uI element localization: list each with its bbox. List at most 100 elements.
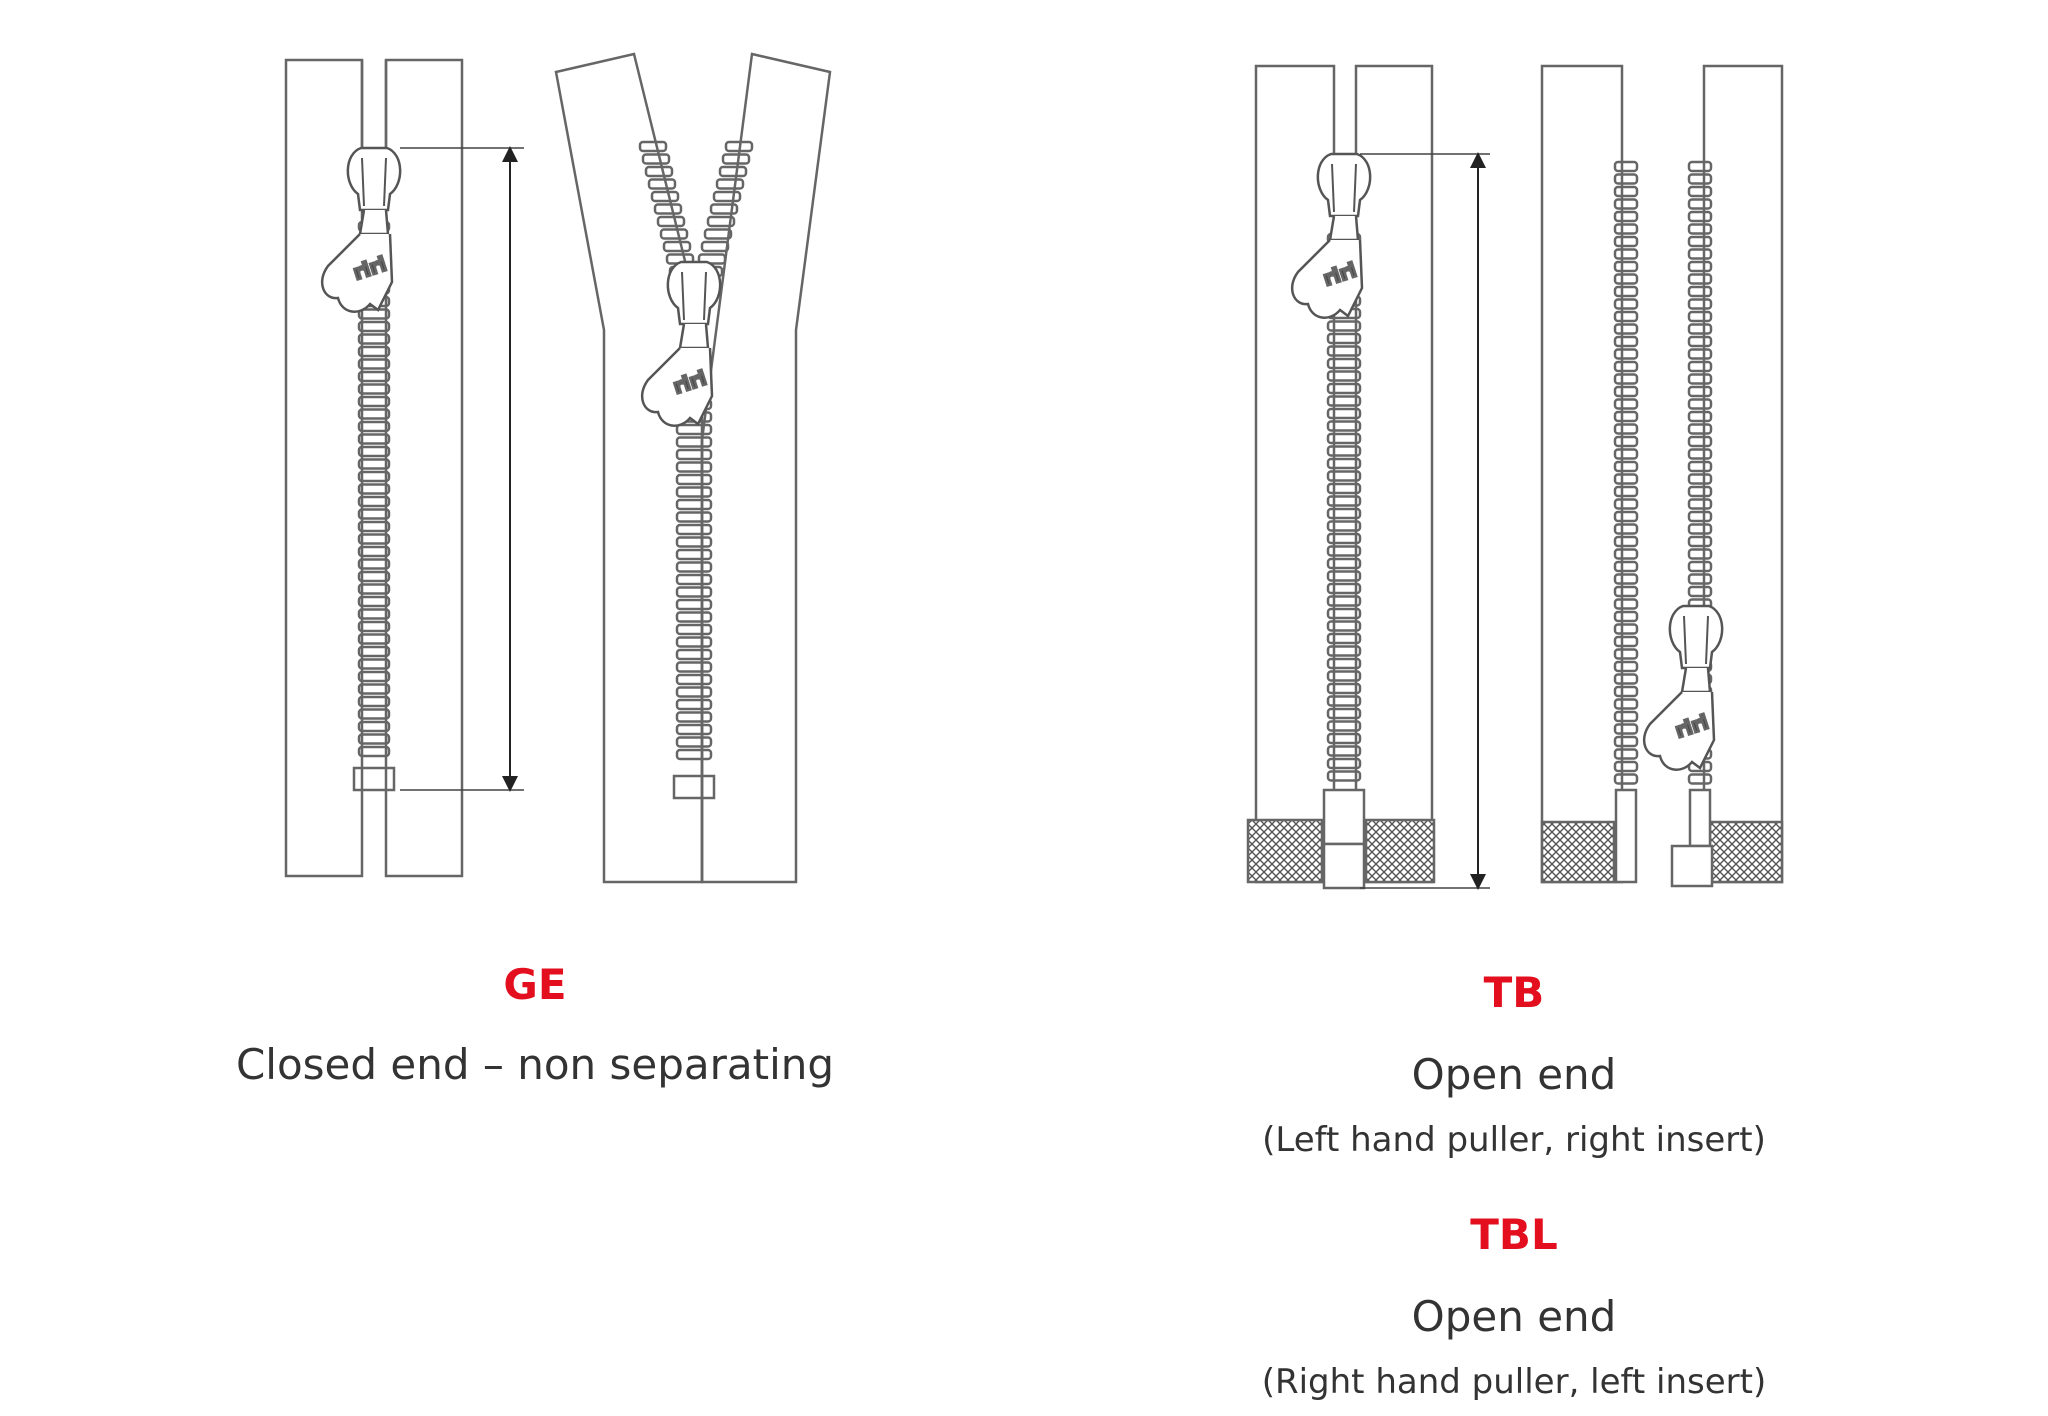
tape-right	[700, 52, 832, 884]
zipper-tooth	[1687, 160, 1713, 173]
zipper-tooth	[644, 165, 674, 178]
tape-reinforcement-right	[1364, 818, 1436, 884]
zipper-tooth	[1687, 235, 1713, 248]
zipper-tooth	[1687, 523, 1713, 535]
zipper-tooth	[675, 686, 713, 698]
zipper-tooth	[724, 140, 754, 153]
zipper-tooth	[357, 633, 391, 645]
zipper-tooth	[357, 733, 391, 745]
zipper-tooth	[1687, 210, 1713, 223]
zipper-tooth	[357, 545, 391, 558]
zipper-tooth	[675, 536, 713, 548]
zipper-tooth	[357, 408, 391, 420]
tape-reinforcement-left	[1246, 818, 1324, 884]
zipper-tooth	[675, 573, 713, 586]
zipper-tooth	[1613, 160, 1639, 173]
tape-reinforcement-left	[1540, 820, 1616, 884]
zipper-tooth	[1687, 185, 1713, 198]
retainer-box	[1322, 842, 1366, 890]
zipper-tooth	[675, 748, 713, 761]
zipper-description-tbl: Open end	[1411, 1292, 1617, 1341]
zipper-tb-closed	[1246, 64, 1490, 890]
zipper-tooth	[656, 215, 686, 228]
zipper-tooth	[1326, 707, 1362, 720]
zipper-tooth	[1613, 223, 1639, 235]
zipper-tooth	[1326, 445, 1362, 457]
zipper-tooth	[1613, 373, 1639, 385]
zipper-tooth	[357, 658, 391, 670]
zipper-tooth	[1613, 735, 1639, 748]
zipper-tooth	[1613, 485, 1639, 498]
zipper-tooth	[675, 548, 713, 561]
zipper-tooth	[1326, 557, 1362, 570]
zipper-tooth	[1613, 335, 1639, 348]
insert-pin	[1614, 788, 1638, 884]
zipper-tooth	[1613, 610, 1639, 623]
zipper-tooth	[675, 623, 713, 636]
zipper-tooth	[1613, 210, 1639, 223]
zipper-tooth	[1687, 410, 1713, 423]
zipper-tooth	[1613, 710, 1639, 723]
zipper-tooth	[1613, 748, 1639, 760]
zipper-tooth	[357, 433, 391, 445]
zipper-tooth	[1613, 260, 1639, 273]
zipper-tooth	[357, 558, 391, 570]
zipper-tooth	[357, 670, 391, 683]
zipper-tooth	[1326, 670, 1362, 682]
zipper-tb-open	[1540, 64, 1784, 888]
zipper-tooth	[1687, 373, 1713, 385]
zipper-tooth	[1687, 173, 1713, 185]
zipper-tooth	[357, 570, 391, 583]
zipper-tooth	[1326, 382, 1362, 395]
zipper-tooth	[1326, 757, 1362, 770]
zipper-tooth	[1326, 720, 1362, 732]
zipper-tooth	[1326, 320, 1362, 332]
zipper-tooth	[1613, 310, 1639, 323]
zipper-tooth	[675, 473, 713, 486]
tape-left	[1540, 64, 1624, 884]
zipper-slider-icon	[1290, 152, 1372, 319]
zipper-tooth	[357, 645, 391, 658]
zipper-tooth	[1613, 448, 1639, 460]
zipper-tooth	[1613, 523, 1639, 535]
zipper-tooth	[1613, 585, 1639, 598]
zipper-tooth	[1687, 585, 1713, 598]
zipper-tooth	[1687, 260, 1713, 273]
zipper-tooth	[1326, 682, 1362, 695]
zipper-tooth	[1326, 745, 1362, 757]
zipper-tooth	[357, 370, 391, 383]
zipper-tooth	[1326, 620, 1362, 632]
zipper-tooth	[675, 511, 713, 523]
zipper-tooth	[675, 523, 713, 536]
retainer-box	[1670, 844, 1714, 888]
zipper-tooth	[357, 470, 391, 483]
zipper-tooth	[357, 708, 391, 720]
zipper-tooth	[1687, 423, 1713, 435]
zipper-tooth	[1613, 460, 1639, 473]
zipper-tooth	[1613, 385, 1639, 398]
zipper-tooth	[1613, 535, 1639, 548]
zipper-code-tbl: TBL	[1470, 1210, 1558, 1259]
tape-left	[284, 58, 364, 878]
zipper-tooth	[1613, 323, 1639, 335]
zipper-tooth	[1326, 420, 1362, 432]
zipper-tooth	[1613, 560, 1639, 573]
zipper-tooth	[712, 190, 742, 203]
zipper-tooth	[1687, 460, 1713, 473]
zipper-tooth	[675, 423, 713, 436]
zipper-slider-icon	[640, 260, 722, 427]
zipper-tooth	[1613, 723, 1639, 735]
zipper-tooth	[1326, 332, 1362, 345]
zipper-tooth	[675, 486, 713, 498]
zipper-tooth	[357, 620, 391, 633]
zipper-tooth	[1326, 507, 1362, 520]
zipper-tooth	[357, 320, 391, 333]
zipper-tooth	[357, 483, 391, 495]
zipper-tooth	[675, 648, 713, 661]
zipper-tooth	[1326, 607, 1362, 620]
zipper-tooth	[1687, 223, 1713, 235]
zipper-tooth	[675, 598, 713, 611]
zipper-tooth	[675, 711, 713, 723]
zipper-tooth	[675, 448, 713, 461]
zipper-tooth	[1326, 495, 1362, 507]
